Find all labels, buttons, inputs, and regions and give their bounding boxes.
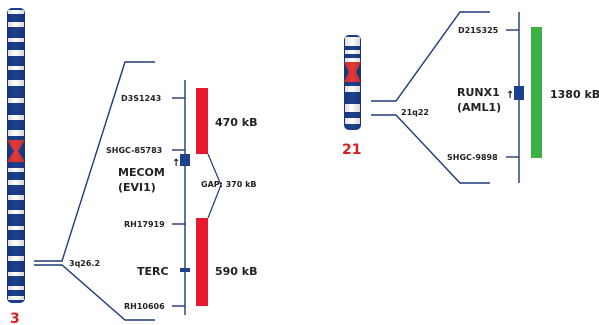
region-size-lower: 590 kB (215, 265, 258, 278)
chromosome-21-ideogram (344, 35, 361, 130)
chromosome-21-number: 21 (342, 142, 361, 158)
probe-region-lower (196, 218, 208, 306)
probe-region-runx1 (531, 27, 542, 158)
marker-shgc-9898: SHGC-9898 (447, 153, 498, 162)
gene-label-aml1: (AML1) (457, 101, 501, 114)
gene-label-terc: TERC (137, 265, 169, 278)
chromosome-21-band-label: 21q22 (401, 108, 429, 117)
chromosome-3-number: 3 (10, 311, 20, 325)
chromosome-3-markers: D3S1243 SHGC-85783 RH17919 RH10606 (106, 94, 185, 311)
marker-shgc-85783: SHGC-85783 (106, 146, 162, 155)
region-size-runx1: 1380 kB (550, 88, 599, 101)
marker-d21s325: D21S325 (458, 26, 499, 35)
probe-region-upper (196, 88, 208, 154)
marker-d3s1243: D3S1243 (121, 94, 161, 103)
gene-label-evi1: (EVI1) (118, 181, 156, 194)
gene-label-runx1: RUNX1 (457, 86, 500, 99)
chromosome-3-ideogram (7, 8, 25, 303)
terc-gene-marker (180, 268, 190, 272)
marker-rh10606: RH10606 (124, 302, 165, 311)
gene-label-mecom: MECOM (118, 166, 165, 179)
runx1-gene-marker (514, 86, 524, 100)
mecom-gene-marker (180, 154, 190, 166)
region-size-upper: 470 kB (215, 116, 258, 129)
marker-rh17919: RH17919 (124, 220, 165, 229)
chromosome-3-band-label: 3q26.2 (69, 259, 100, 268)
gap-label: GAP: 370 kB (201, 180, 257, 189)
runx1-orientation-arrow-icon: ↑ (506, 90, 514, 101)
mecom-orientation-arrow-icon: ↑ (172, 158, 180, 169)
